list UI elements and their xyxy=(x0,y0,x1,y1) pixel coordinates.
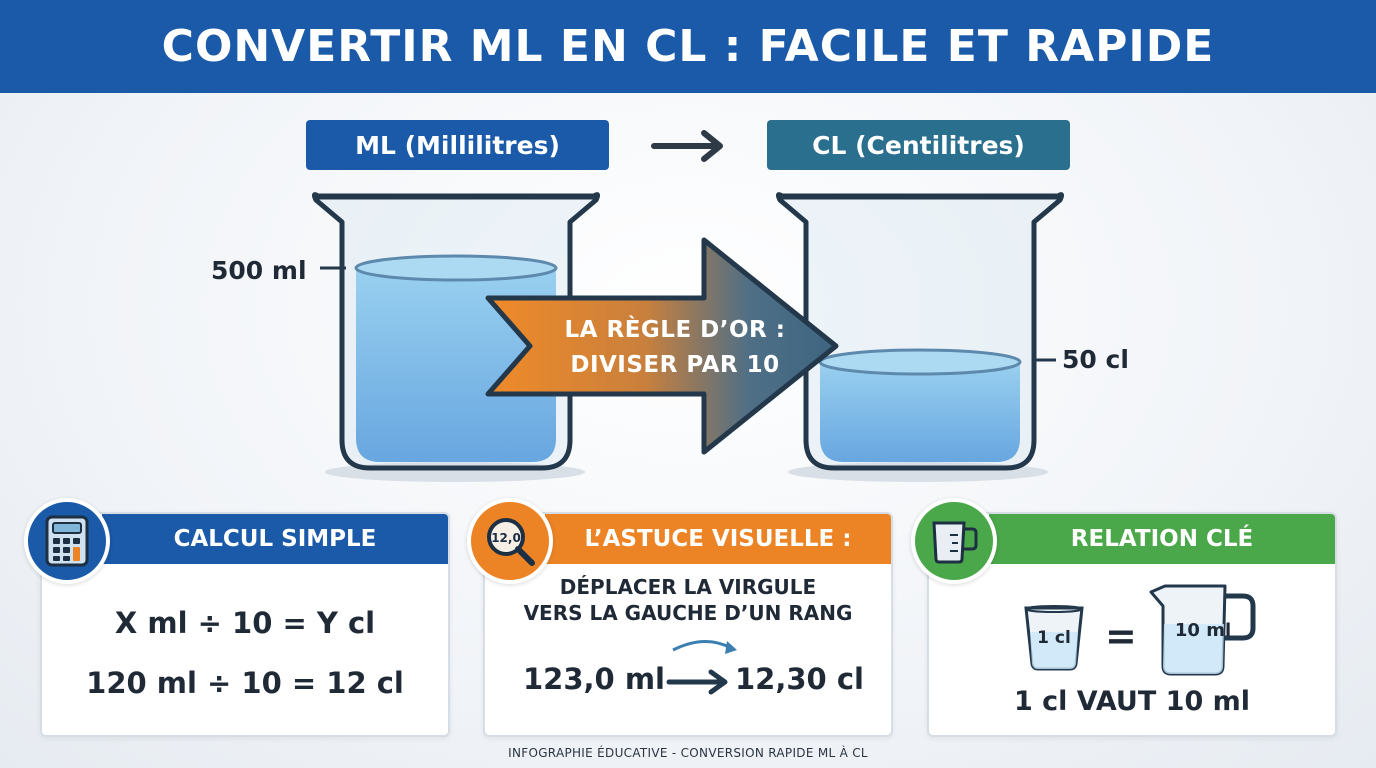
unit-to-label: CL (Centilitres) xyxy=(767,120,1070,170)
card-calcul-header: CALCUL SIMPLE xyxy=(102,514,448,564)
card-astuce-visuelle: L’ASTUCE VISUELLE : 12,0 DÉPLACER LA VIR… xyxy=(467,498,893,737)
beaker-scene xyxy=(311,192,1065,482)
unit-from-label: ML (Millilitres) xyxy=(306,120,609,170)
calculator-icon xyxy=(24,498,110,584)
card-astuce-header: L’ASTUCE VISUELLE : xyxy=(545,514,891,564)
magnifier-icon: 12,0 xyxy=(467,498,553,584)
example-arrow-icon xyxy=(666,640,737,695)
left-beaker xyxy=(311,192,601,471)
example-from: 123,0 ml xyxy=(523,662,665,696)
small-glass-label: 1 cl xyxy=(1037,628,1071,648)
footer-caption: INFOGRAPHIE ÉDUCATIVE - CONVERSION RAPID… xyxy=(508,746,868,760)
right-level-label: 50 cl xyxy=(1062,345,1129,374)
title-banner: CONVERTIR ML EN CL : FACILE ET RAPIDE xyxy=(0,0,1376,93)
example-to: 12,30 cl xyxy=(735,662,864,696)
right-beaker xyxy=(775,192,1065,471)
tip-line2: VERS LA GAUCHE D’UN RANG xyxy=(523,601,853,625)
small-glass-icon xyxy=(1024,605,1084,671)
rule-arrow xyxy=(485,237,839,455)
card-relation-cle: RELATION CLÉ 1 cl = 10 ml 1 cl VAUT 10 m… xyxy=(911,498,1337,737)
page-title: CONVERTIR ML EN CL : FACILE ET RAPIDE xyxy=(161,21,1215,72)
measuring-cup-icon xyxy=(911,498,997,584)
measuring-jug-label: 10 ml xyxy=(1174,620,1232,641)
measuring-jug-icon xyxy=(1149,584,1256,676)
golden-rule-line2: DIVISER PAR 10 xyxy=(570,352,780,378)
golden-rule: LA RÈGLE D’OR : DIVISER PAR 10 xyxy=(540,313,810,383)
golden-rule-line1: LA RÈGLE D’OR : xyxy=(564,317,786,343)
right-arrow-icon xyxy=(651,130,723,162)
magnifier-text: 12,0 xyxy=(491,531,521,545)
relation-caption: 1 cl VAUT 10 ml xyxy=(1013,686,1251,717)
right-beaker-water xyxy=(820,362,1020,462)
formula-generic: X ml ÷ 10 = Y cl xyxy=(114,606,376,640)
card-relation-header: RELATION CLÉ xyxy=(989,514,1335,564)
left-level-label: 500 ml xyxy=(211,256,307,285)
tip-line1: DÉPLACER LA VIRGULE xyxy=(559,575,817,599)
formula-example: 120 ml ÷ 10 = 12 cl xyxy=(86,666,404,700)
equals-sign: = xyxy=(1105,614,1137,658)
card-calcul-simple: CALCUL SIMPLE X ml ÷ 10 = Y cl 120 ml ÷ … xyxy=(24,498,450,737)
